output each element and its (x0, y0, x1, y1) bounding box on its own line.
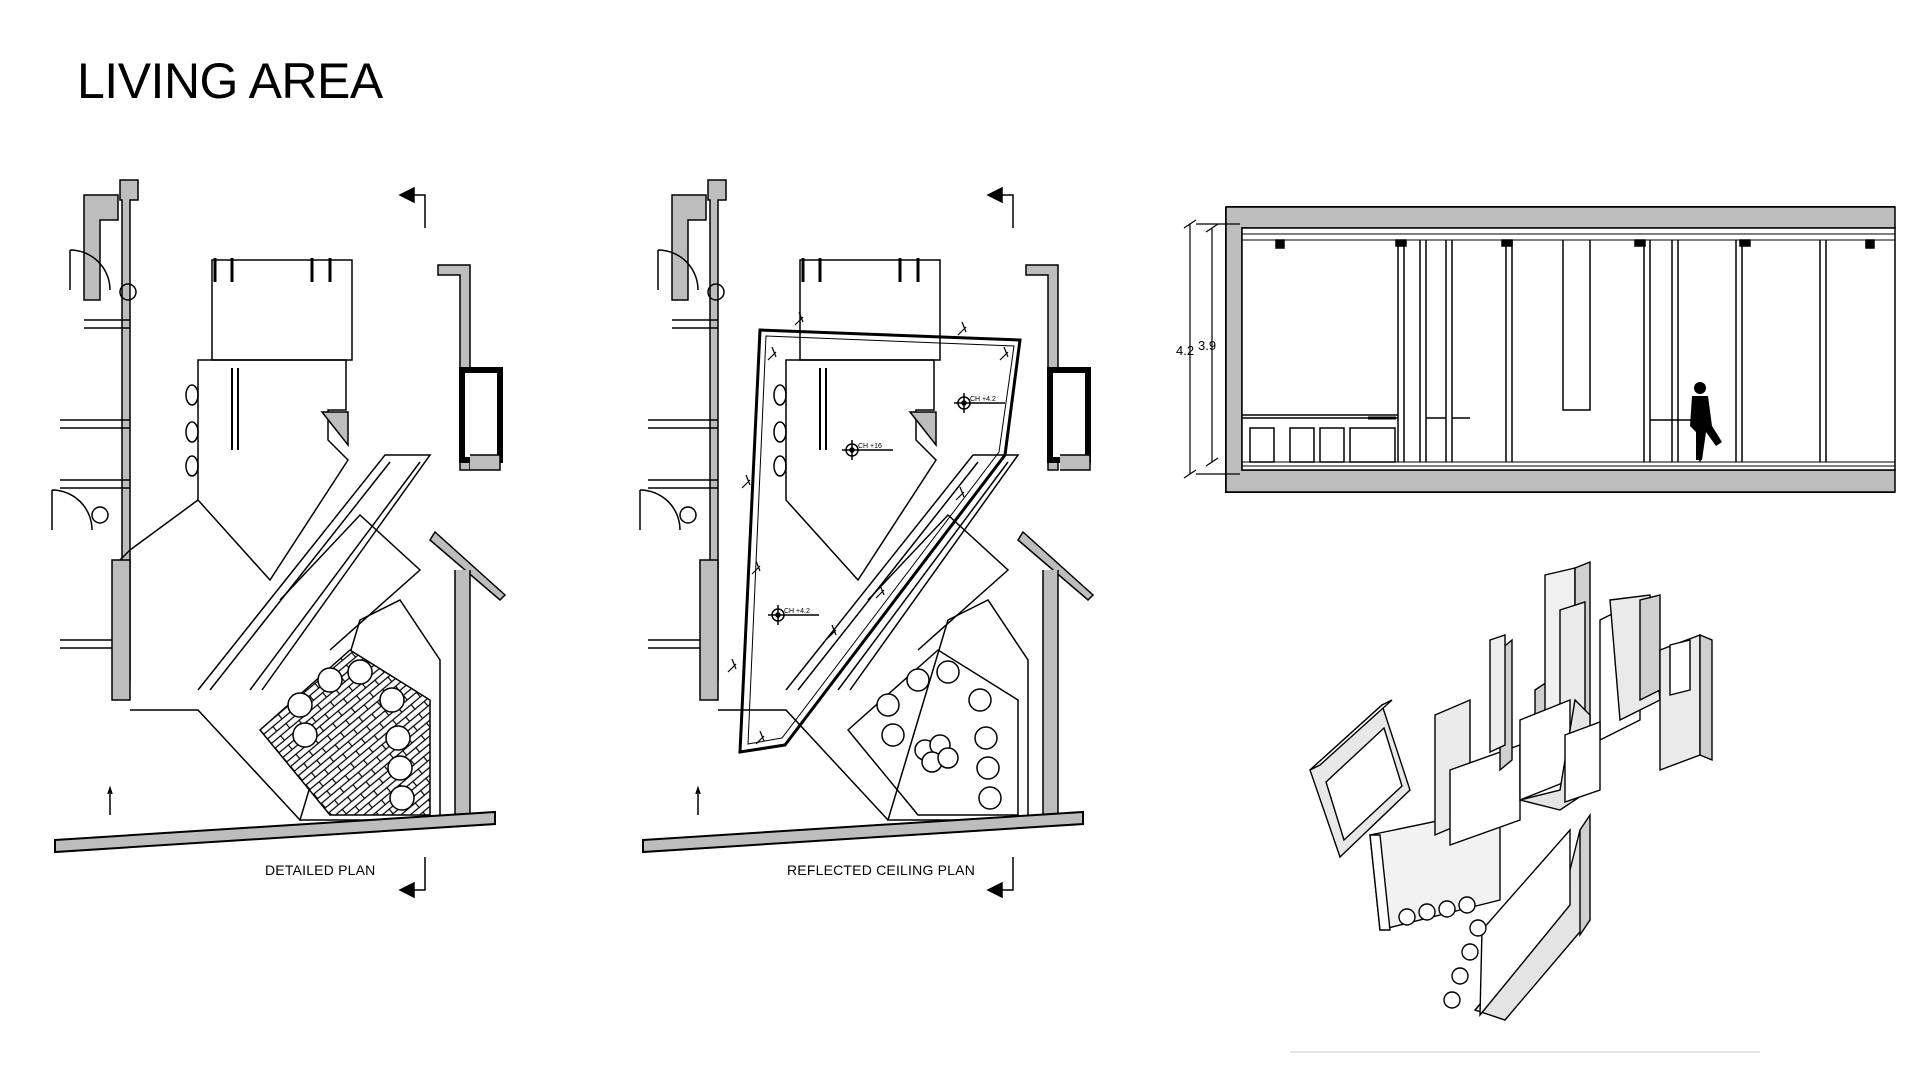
section-marker-top (398, 186, 426, 228)
reflected-ceiling-plan-label: REFLECTED CEILING PLAN (787, 862, 975, 878)
axonometric-view (1290, 560, 1760, 1053)
ceiling-outline (738, 328, 1022, 754)
ceiling-height-marker: CH +4.2 (954, 393, 1005, 413)
dining-chairs (287, 659, 415, 811)
bottom-slab (54, 810, 496, 854)
human-figure (1690, 382, 1722, 460)
dimension-label-outer: 4.2 (1176, 343, 1195, 358)
ceiling-height-marker: CH +4.2 (768, 605, 819, 625)
wall-light-symbols (727, 311, 1009, 745)
axo-stools (1398, 896, 1487, 1009)
section-drawing (1183, 206, 1896, 493)
ceiling-height-label: CH +4.2 (970, 396, 996, 403)
detailed-plan (51, 179, 507, 899)
height-dimensions (1183, 219, 1240, 479)
section-marker-top (986, 186, 1014, 228)
ceiling-height-label: CH +16 (858, 443, 882, 450)
reflected-ceiling-plan: CH +4.2 CH +16 CH +4.2 (639, 179, 1095, 899)
page-title: LIVING AREA (77, 53, 383, 109)
ceiling-height-label: CH +4.2 (784, 608, 810, 615)
ceiling-spotlights (1275, 239, 1875, 249)
ceiling-height-marker: CH +16 (842, 440, 893, 460)
dimension-label-inner: 3.9 (1198, 338, 1217, 353)
door-swing (69, 249, 111, 291)
section-marker-bottom (986, 857, 1014, 899)
detailed-plan-label: DETAILED PLAN (265, 862, 376, 878)
section-marker-bottom (398, 857, 426, 899)
ceiling-lights (876, 660, 1002, 810)
